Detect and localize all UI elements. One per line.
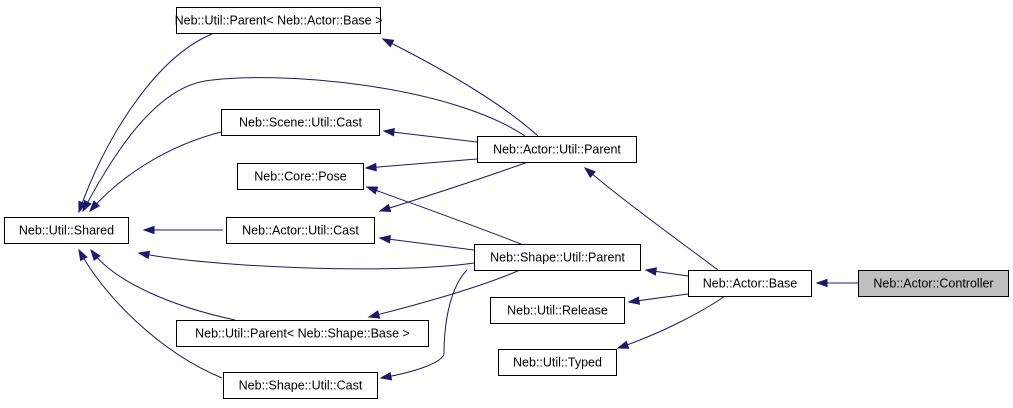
arrowhead-icon — [379, 371, 393, 381]
class-node-release[interactable]: Neb::Util::Release — [490, 297, 625, 324]
edge-line — [380, 269, 468, 379]
edge-actor-base-to-actor-parent — [583, 167, 719, 271]
class-node-parent-shape-base[interactable]: Neb::Util::Parent< Neb::Shape::Base > — [176, 320, 429, 347]
node-label: Neb::Actor::Util::Cast — [242, 224, 359, 238]
edge-line — [368, 269, 521, 318]
node-box — [176, 320, 429, 347]
edge-actor-parent-to-core-pose — [364, 158, 478, 172]
edge-shape-parent-to-shape-cast — [379, 269, 468, 381]
edge-scene-cast-to-shared — [89, 130, 226, 213]
class-node-core-pose[interactable]: Neb::Core::Pose — [237, 163, 364, 190]
class-node-parent-actor-base[interactable]: Neb::Util::Parent< Neb::Actor::Base > — [175, 7, 383, 34]
class-node-shape-parent[interactable]: Neb::Shape::Util::Parent — [474, 244, 641, 271]
arrowhead-icon — [616, 340, 630, 349]
arrowhead-icon — [137, 250, 151, 260]
node-label: Neb::Actor::Base — [703, 277, 798, 291]
node-label: Neb::Util::Parent< Neb::Shape::Base > — [195, 327, 410, 341]
arrowhead-icon — [82, 199, 92, 213]
arrowhead-icon — [378, 235, 391, 244]
edge-line — [584, 167, 719, 271]
class-node-actor-base[interactable]: Neb::Actor::Base — [688, 270, 812, 297]
edge-line — [78, 249, 223, 379]
edge-parent-actor-base-to-shared — [78, 33, 213, 214]
arrowhead-icon — [382, 127, 395, 137]
edge-shape-parent-to-core-pose — [365, 186, 522, 245]
edge-shape-parent-to-actor-cast — [378, 235, 475, 251]
class-node-scene-cast[interactable]: Neb::Scene::Util::Cast — [221, 109, 380, 136]
edge-line — [379, 237, 475, 251]
edge-line — [82, 77, 526, 212]
class-node-actor-parent[interactable]: Neb::Actor::Util::Parent — [477, 136, 637, 163]
node-box — [176, 7, 381, 34]
node-label: Neb::Core::Pose — [254, 170, 346, 184]
edge-parent-shape-base-to-shared — [90, 248, 236, 321]
arrowhead-icon — [627, 296, 640, 305]
edge-line — [90, 249, 236, 321]
edge-shape-parent-to-parent-shape-base — [367, 269, 521, 319]
arrowhead-icon — [378, 203, 392, 213]
class-node-controller: Neb::Actor::Controller — [858, 270, 1009, 297]
edge-actor-parent-to-actor-cast — [378, 161, 529, 213]
edge-line — [366, 186, 522, 245]
edge-line — [138, 252, 475, 270]
node-label: Neb::Scene::Util::Cast — [239, 116, 362, 130]
edge-actor-base-to-typed — [616, 295, 726, 349]
node-label: Neb::Actor::Controller — [873, 277, 993, 291]
edge-controller-to-actor-base — [815, 278, 858, 288]
node-label: Neb::Util::Shared — [19, 224, 114, 238]
node-label: Neb::Util::Typed — [513, 356, 602, 370]
edge-actor-cast-to-shared — [142, 225, 223, 235]
node-box — [688, 270, 812, 297]
edge-line — [365, 158, 478, 169]
edge-actor-parent-to-scene-cast — [382, 127, 478, 143]
class-node-typed[interactable]: Neb::Util::Typed — [498, 349, 617, 376]
edge-line — [617, 295, 726, 349]
node-box — [477, 136, 637, 163]
node-box — [223, 372, 378, 399]
edge-line — [382, 38, 539, 137]
arrowhead-icon — [367, 310, 381, 319]
node-box — [858, 270, 1009, 297]
edge-line — [89, 130, 226, 212]
node-label: Neb::Util::Parent< Neb::Actor::Base > — [175, 14, 383, 28]
edges-layer — [78, 33, 858, 381]
arrowhead-icon — [78, 248, 88, 262]
node-label: Neb::Shape::Util::Cast — [239, 379, 363, 393]
edge-actor-base-to-shape-parent — [644, 267, 689, 277]
edge-line — [379, 161, 529, 212]
node-box — [226, 217, 375, 244]
arrowhead-icon — [89, 200, 101, 213]
node-box — [4, 217, 129, 244]
edge-line — [383, 130, 478, 143]
class-node-shared[interactable]: Neb::Util::Shared — [4, 217, 129, 244]
edge-shape-cast-to-shared — [78, 248, 223, 379]
arrowhead-icon — [381, 38, 395, 48]
class-node-actor-cast[interactable]: Neb::Actor::Util::Cast — [226, 217, 375, 244]
arrowhead-icon — [364, 162, 377, 172]
node-box — [498, 349, 617, 376]
arrowhead-icon — [644, 267, 657, 276]
class-node-shape-cast[interactable]: Neb::Shape::Util::Cast — [223, 372, 378, 399]
arrowhead-icon — [815, 278, 828, 288]
arrowhead-icon — [583, 167, 596, 179]
node-box — [237, 163, 364, 190]
node-box — [221, 109, 380, 136]
node-label: Neb::Actor::Util::Parent — [493, 143, 621, 157]
node-box — [490, 297, 625, 324]
arrowhead-icon — [142, 225, 155, 235]
arrowhead-icon — [90, 248, 101, 262]
edge-line — [78, 33, 213, 213]
edge-actor-parent-to-parent-actor-base — [381, 38, 539, 137]
edge-actor-base-to-release — [627, 293, 689, 305]
node-label: Neb::Util::Release — [507, 304, 608, 318]
node-box — [474, 244, 641, 271]
arrowhead-icon — [365, 186, 379, 195]
edge-shape-parent-to-shared — [137, 250, 475, 270]
node-label: Neb::Shape::Util::Parent — [490, 251, 625, 265]
edge-actor-parent-to-shared — [82, 77, 526, 213]
